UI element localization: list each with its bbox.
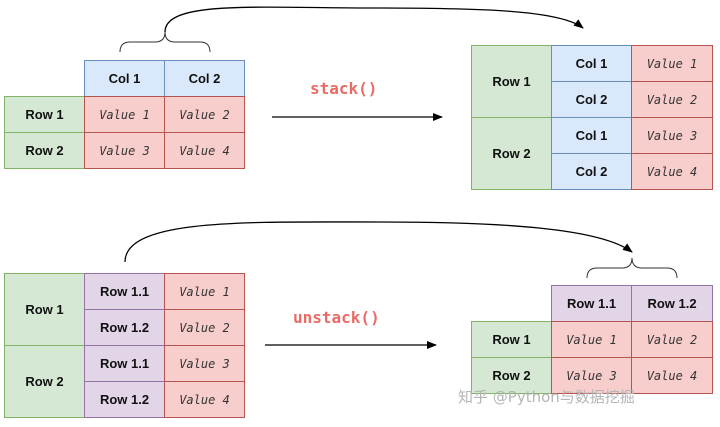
unstack-before-subrow-header: Row 1.1 [84,273,165,310]
stack-before-value-cell: Value 3 [84,132,165,169]
unstack-before-subrow-header: Row 1.2 [84,381,165,418]
unstack-after-value-cell: Value 3 [551,357,632,394]
stack-after-row-header: Row 1 [471,45,552,118]
unstack-before-row-header: Row 2 [4,345,85,418]
unstack-before-value-cell: Value 4 [164,381,245,418]
unstack-before-value-cell: Value 3 [164,345,245,382]
unstack-after-row-header: Row 2 [471,357,552,394]
stack-function-label: stack() [310,79,378,98]
unstack-before-subrow-header: Row 1.1 [84,345,165,382]
stack-after-col-header: Col 1 [551,117,632,154]
unstack-after-value-cell: Value 2 [631,321,713,358]
stack-before-col-header: Col 1 [84,60,165,97]
stack-before-row-header: Row 2 [4,132,85,169]
top-brace [119,31,211,53]
stack-before-col-header: Col 2 [164,60,245,97]
stack-after-value-cell: Value 1 [631,45,713,82]
stack-after-col-header: Col 2 [551,153,632,190]
unstack-after-row-header: Row 1 [471,321,552,358]
unstack-after-col-header: Row 1.1 [551,285,632,322]
stack-after-col-header: Col 1 [551,45,632,82]
bottom-brace [586,257,678,279]
unstack-after-col-header: Row 1.2 [631,285,713,322]
unstack-before-value-cell: Value 1 [164,273,245,310]
stack-after-row-header: Row 2 [471,117,552,190]
unstack-before-subrow-header: Row 1.2 [84,309,165,346]
stack-after-col-header: Col 2 [551,81,632,118]
stack-after-value-cell: Value 4 [631,153,713,190]
unstack-function-label: unstack() [293,308,380,327]
stack-after-value-cell: Value 2 [631,81,713,118]
stack-before-row-header: Row 1 [4,96,85,133]
unstack-curve-arrow [124,221,633,263]
unstack-before-value-cell: Value 2 [164,309,245,346]
stack-before-value-cell: Value 4 [164,132,245,169]
unstack-after-value-cell: Value 4 [631,357,713,394]
stack-after-value-cell: Value 3 [631,117,713,154]
watermark: 知乎 @Python与数据挖掘 [458,388,635,406]
stack-curve-arrow [164,6,584,33]
stack-before-value-cell: Value 1 [84,96,165,133]
unstack-after-value-cell: Value 1 [551,321,632,358]
unstack-before-row-header: Row 1 [4,273,85,346]
stack-before-value-cell: Value 2 [164,96,245,133]
